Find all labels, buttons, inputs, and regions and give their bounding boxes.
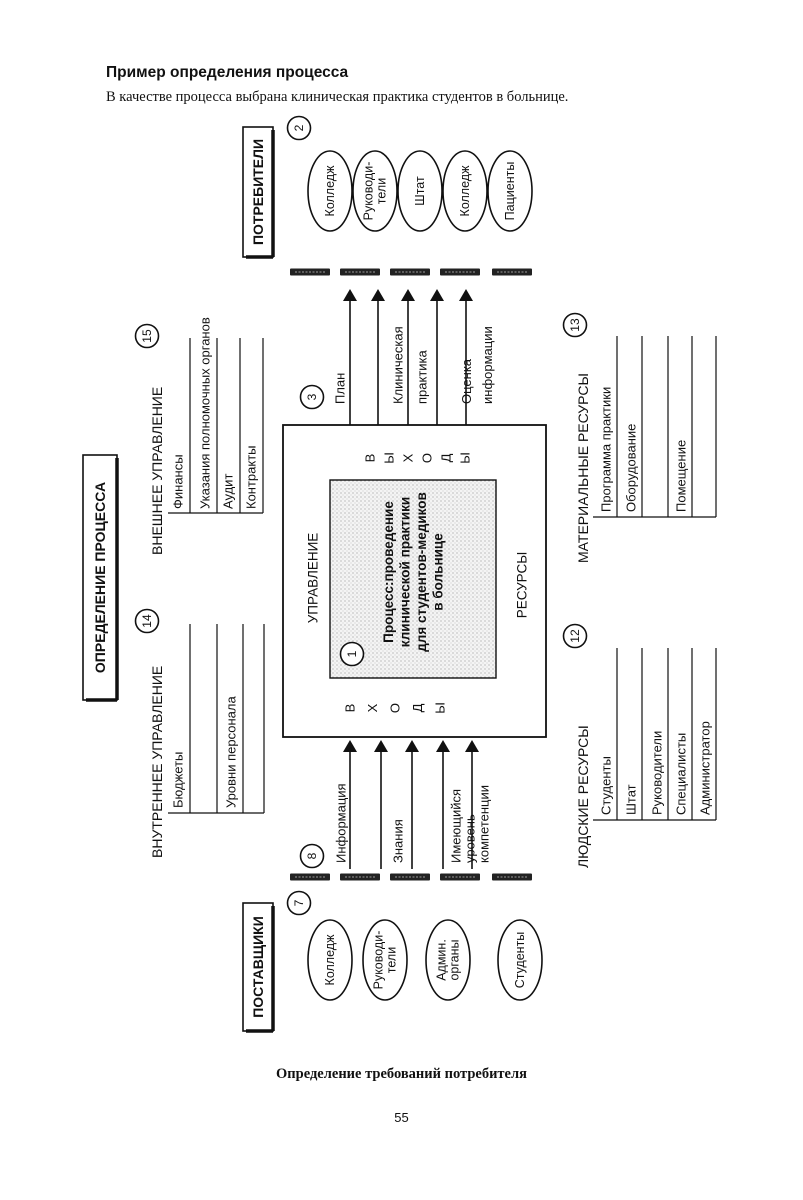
human-resources-badge	[562, 623, 588, 649]
outputs-letter: Ы	[382, 452, 397, 464]
human-resources-item: Администратор	[698, 721, 713, 815]
control-label: УПРАВЛЕНИЕ	[306, 533, 321, 624]
supplier-ellipse	[307, 919, 353, 1001]
internal-control: ВНУТРЕННЕЕ УПРАВЛЕНИЕ Бюджеты Уровни персо…	[149, 624, 265, 858]
consumer-ellipse	[487, 150, 533, 232]
material-resources-item: Оборудование	[624, 424, 639, 512]
human-resources: ЛЮДСКИЕ РЕСУРСЫ Студенты Штат Руководители С…	[575, 648, 717, 868]
external-control-item: Финансы	[171, 454, 186, 509]
external-control: ВНЕШНЕЕ УПРАВЛЕНИЕ Финансы Указания полном…	[149, 317, 264, 555]
page-heading: Пример определения процесса	[106, 64, 349, 81]
process-text-line: для студентов-медиков	[414, 492, 429, 652]
suppliers-badge-number: 7	[292, 899, 306, 906]
outputs-letter: Ы	[458, 452, 473, 464]
consumer-ellipse-text-line: Колледж	[458, 165, 472, 217]
internal-control-item: Бюджеты	[171, 752, 186, 808]
input-information: Информация	[334, 783, 349, 863]
supplier-ellipse-text-line: Студенты	[513, 932, 527, 989]
external-control-badge	[134, 323, 160, 349]
internal-control-badge	[134, 608, 160, 634]
supplier-ellipse	[425, 919, 471, 1001]
input-competence-line: уровень	[463, 814, 478, 863]
material-resources: МАТЕРИАЛЬНЫЕ РЕСУРСЫ Программа практики Об…	[575, 336, 717, 563]
consumers-badge-number: 2	[292, 124, 306, 131]
inputs-badge-number: 8	[305, 852, 319, 859]
material-resources-badge	[562, 312, 588, 338]
external-control-title: ВНЕШНЕЕ УПРАВЛЕНИЕ	[149, 387, 165, 555]
supplier-ellipse-text-line: органы	[448, 939, 462, 980]
suppliers-title-label: ПОСТАВЩИКИ	[250, 916, 266, 1018]
consumer-ellipse	[352, 150, 398, 232]
suppliers-badge	[286, 890, 312, 916]
material-resources-item: Программа практики	[599, 387, 614, 512]
external-control-badge-number: 15	[140, 329, 154, 343]
consumers-title-label: ПОТРЕБИТЕЛИ	[250, 139, 266, 245]
consumer-ellipse	[397, 150, 443, 232]
output-plan: План	[333, 373, 348, 404]
material-resources-badge-number: 13	[568, 318, 582, 332]
supplier-ellipse	[497, 919, 543, 1001]
process-text-line: Процесс:проведение	[381, 501, 396, 643]
consumer-ellipse-text-line: тели	[375, 178, 389, 204]
external-control-item: Аудит	[221, 474, 236, 509]
human-resources-item: Студенты	[599, 756, 614, 815]
consumer-ellipse-text-line: Пациенты	[503, 162, 517, 221]
consumer-ellipse	[307, 150, 353, 232]
consumer-ellipse-text-line: Колледж	[323, 165, 337, 217]
inputs-badge	[299, 843, 325, 869]
human-resources-item: Руководители	[650, 731, 665, 815]
process-text-line: в больнице	[430, 533, 445, 611]
outputs-letter: В	[363, 454, 378, 463]
inputs-letter: О	[388, 703, 403, 713]
outputs-badge	[299, 384, 325, 410]
supplier-ellipse-text-line: Админ.	[435, 939, 449, 981]
process-badge	[339, 641, 365, 667]
supplier-ellipse	[362, 919, 408, 1001]
diagram-title-label: ОПРЕДЕЛЕНИЕ ПРОЦЕССА	[92, 482, 108, 673]
input-knowledge: Знания	[391, 819, 406, 863]
inputs-letter: Х	[365, 703, 380, 712]
human-resources-title: ЛЮДСКИЕ РЕСУРСЫ	[575, 725, 591, 868]
input-competence-line: компетенции	[477, 785, 492, 863]
output-evaluation-line: Оценка	[459, 358, 474, 404]
internal-control-badge-number: 14	[140, 614, 154, 628]
internal-control-item: Уровни персонала	[224, 696, 239, 808]
external-control-item: Контракты	[244, 445, 259, 509]
process-text-line: клинической практики	[397, 497, 412, 647]
human-resources-badge-number: 12	[568, 629, 582, 643]
output-evaluation-line: информации	[480, 326, 495, 404]
output-practice-line: Клиническая	[391, 326, 406, 404]
supplier-ellipse-text-line: Руководи-	[372, 931, 386, 990]
inputs-letter: В	[343, 704, 358, 713]
inputs-letter: Д	[410, 703, 425, 712]
resources-label: РЕСУРСЫ	[515, 552, 530, 618]
human-resources-item: Специалисты	[674, 733, 689, 815]
external-control-item: Указания полномочных органов	[198, 317, 213, 509]
outputs-letter: Д	[439, 453, 454, 462]
consumers-badge	[286, 115, 312, 141]
supplier-ellipse-text-line: Колледж	[323, 934, 337, 986]
material-resources-title: МАТЕРИАЛЬНЫЕ РЕСУРСЫ	[575, 373, 591, 563]
internal-control-title: ВНУТРЕННЕЕ УПРАВЛЕНИЕ	[149, 666, 165, 858]
input-competence-line: Имеющийся	[449, 789, 464, 863]
inputs-letter: Ы	[433, 702, 448, 714]
material-resources-item: Помещение	[674, 440, 689, 512]
consumer-ellipse-text-line: Штат	[413, 176, 427, 206]
process-badge-number: 1	[345, 650, 359, 657]
human-resources-item: Штат	[624, 784, 639, 815]
output-practice-line: практика	[415, 349, 430, 404]
consumer-ellipse	[442, 150, 488, 232]
outputs-letter: О	[420, 453, 435, 463]
supplier-ellipse-text-line: тели	[385, 947, 399, 973]
intro-text: В качестве процесса выбрана клиническая …	[106, 89, 569, 105]
page-number: 55	[394, 1110, 409, 1125]
consumer-ellipse-text-line: Руководи-	[362, 162, 376, 221]
diagram-title	[82, 454, 118, 701]
caption: Определение требований потребителя	[276, 1066, 527, 1082]
outputs-badge-number: 3	[305, 393, 319, 400]
outputs-letter: Х	[401, 453, 416, 462]
